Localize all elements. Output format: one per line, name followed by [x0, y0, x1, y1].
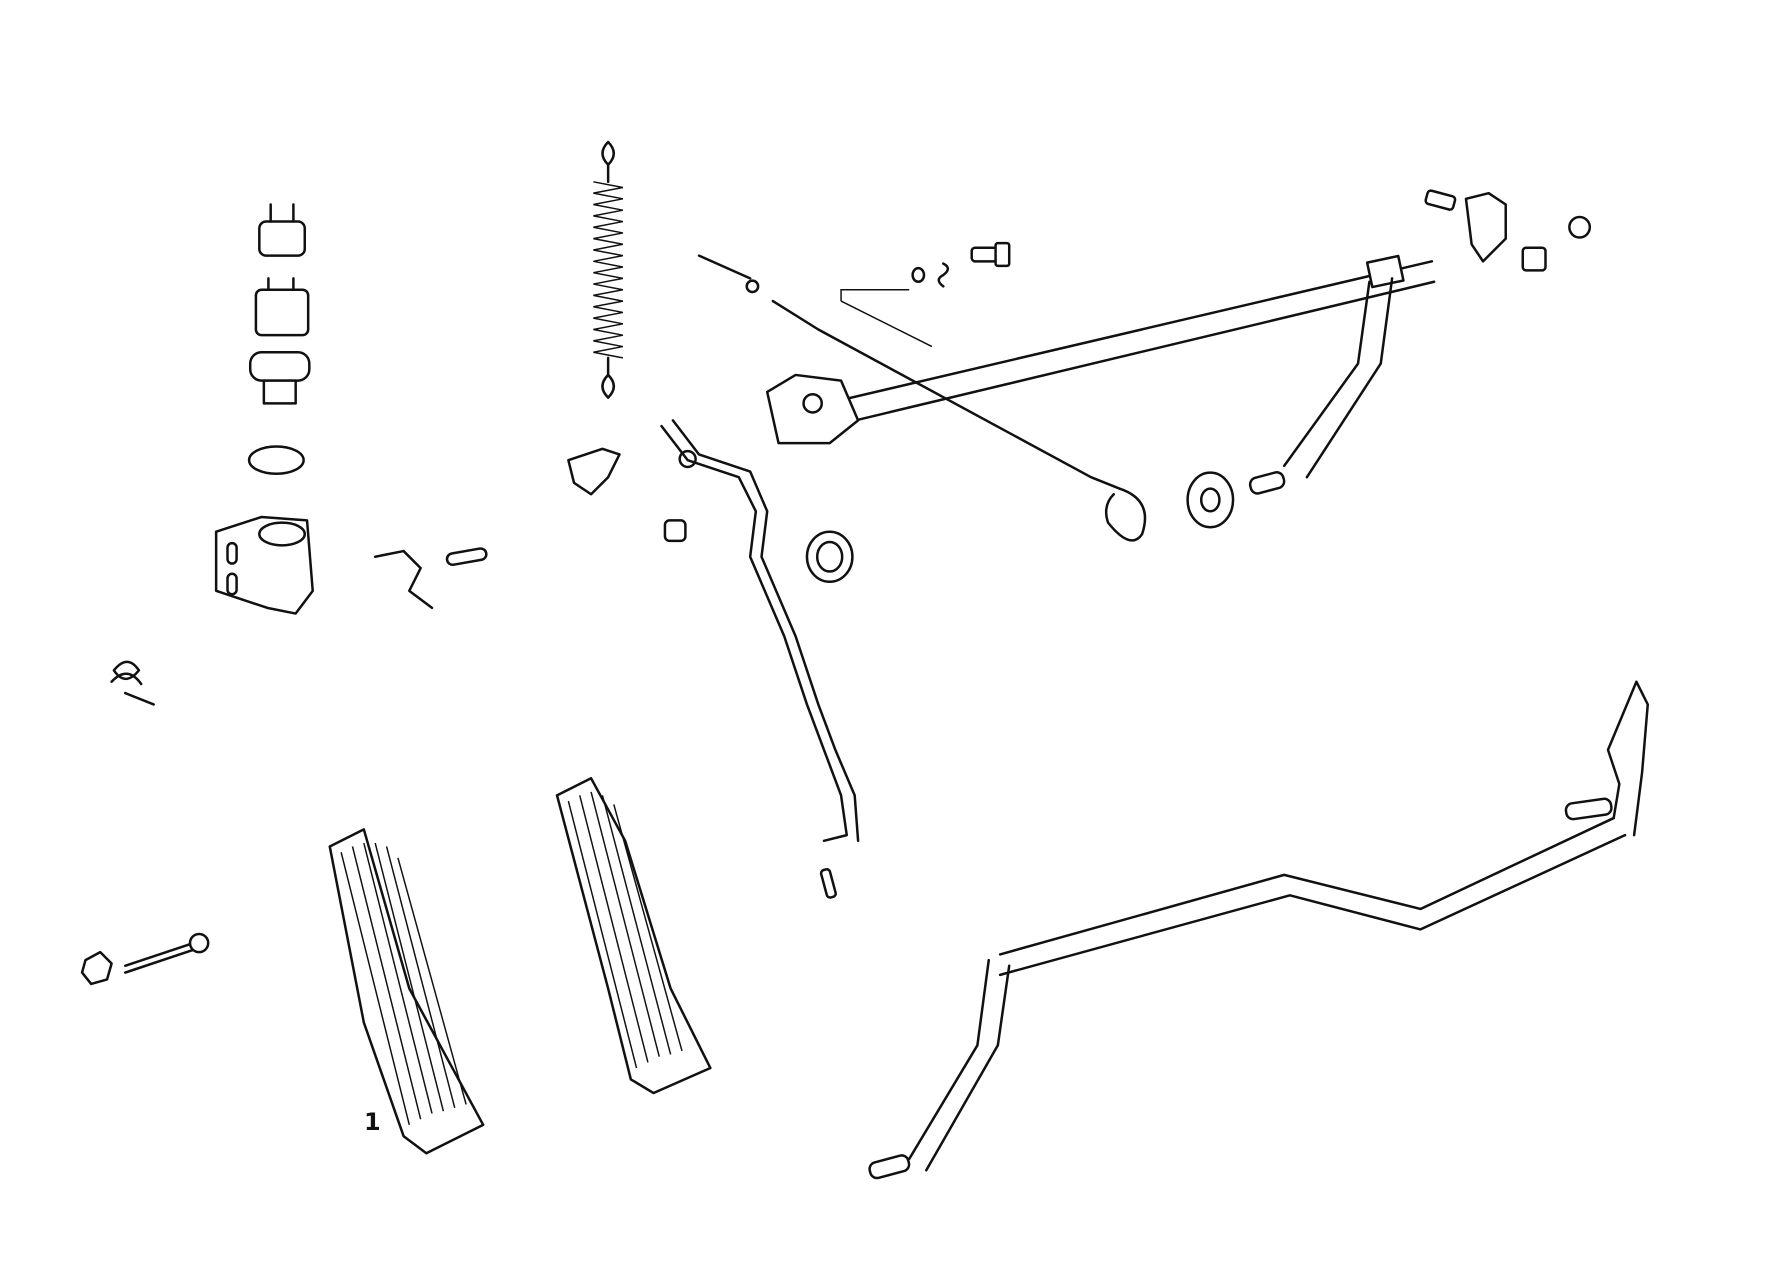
- roll-pin: [819, 868, 837, 899]
- pivot-bracket: [567, 447, 621, 496]
- bushing: [663, 519, 687, 543]
- pedal-rod: [660, 424, 848, 843]
- pedal-bracket: [214, 515, 314, 615]
- switch-part: [248, 203, 311, 405]
- tension-spring: [593, 140, 624, 399]
- nut: [247, 445, 305, 476]
- rubber-bush: [1186, 471, 1235, 529]
- lever: [373, 549, 434, 610]
- accelerator-pedal: [328, 828, 485, 1155]
- pin: [445, 547, 488, 567]
- cross-shaft: [765, 254, 1436, 495]
- lower-cross-shaft: [868, 680, 1650, 1180]
- small-hardware: [745, 189, 1592, 294]
- callout-label: 1: [364, 1108, 381, 1136]
- brake-pedal: [555, 777, 712, 1095]
- spring-clip: [110, 660, 155, 706]
- grommet: [805, 530, 854, 583]
- linkage-rod: [697, 254, 1147, 542]
- bolt-and-nut: [80, 932, 210, 986]
